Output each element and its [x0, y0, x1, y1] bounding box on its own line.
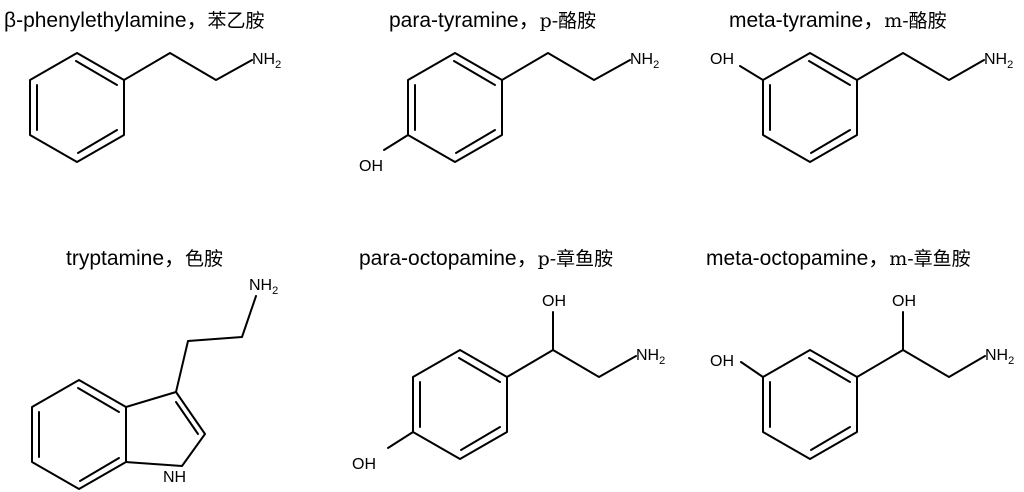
title-para-tyramine: para-tyramine，p-酪胺	[389, 4, 596, 34]
name-en: meta-octopamine	[706, 247, 869, 270]
amine-group: NH2	[252, 51, 281, 71]
hydroxyl-bond	[739, 65, 764, 81]
side-hydroxyl-group: OH	[892, 293, 916, 310]
amine-group: NH2	[630, 51, 659, 71]
benzene-ring	[762, 349, 858, 460]
side-chain	[506, 349, 637, 378]
amine-group: NH2	[984, 51, 1013, 71]
name-cn: m-酪胺	[884, 10, 947, 32]
structure-tryptamine: NH2 NH	[31, 277, 278, 490]
hydroxyl-bond	[740, 361, 764, 378]
name-en: para-tyramine	[389, 9, 519, 32]
structure-meta-octopamine: NH2 OH OH	[710, 293, 1014, 460]
indole-nh: NH	[163, 469, 186, 486]
amine-group: NH2	[636, 347, 665, 367]
hydroxyl-group: OH	[710, 51, 734, 68]
ethyl-chain	[501, 52, 631, 81]
aromatic-double-bonds	[414, 60, 496, 154]
title-para-octopamine: para-octopamine，p-章鱼胺	[359, 242, 613, 272]
ethyl-chain	[175, 295, 257, 393]
benzene-ring	[31, 379, 127, 490]
separator: ，	[186, 9, 208, 32]
ethyl-chain	[856, 52, 985, 81]
amine-group: NH2	[985, 347, 1014, 367]
name-cn: 苯乙胺	[207, 10, 265, 32]
title-tryptamine: tryptamine，色胺	[66, 242, 223, 272]
structure-para-tyramine: NH2 OH	[359, 51, 659, 175]
separator: ，	[164, 247, 186, 270]
structure-para-octopamine: NH2 OH OH	[352, 293, 665, 473]
separator: ，	[863, 9, 885, 32]
pyrrole-ring	[125, 391, 206, 467]
name-en: meta-tyramine	[729, 9, 864, 32]
amine-group: NH2	[249, 277, 278, 297]
name-cn: m-章鱼胺	[889, 248, 971, 270]
aromatic-double-bonds	[419, 357, 501, 451]
hydroxyl-bond	[383, 134, 409, 151]
title-meta-octopamine: meta-octopamine，m-章鱼胺	[706, 242, 971, 272]
name-en: β-phenylethylamine	[4, 9, 187, 32]
hydroxyl-group: OH	[352, 456, 376, 473]
separator: ，	[518, 9, 540, 32]
benzene-ring	[762, 52, 858, 163]
benzene-ring	[407, 52, 503, 163]
aromatic-double-bonds	[769, 60, 851, 154]
title-meta-tyramine: meta-tyramine，m-酪胺	[729, 4, 947, 34]
hydroxyl-group: OH	[359, 158, 383, 175]
separator: ，	[516, 247, 538, 270]
side-hydroxyl-group: OH	[542, 293, 566, 310]
title-phenylethylamine: β-phenylethylamine，苯乙胺	[4, 4, 265, 34]
side-chain	[856, 349, 986, 378]
hydroxyl-bond	[387, 431, 414, 449]
hydroxyl-group: OH	[710, 353, 734, 370]
ethyl-chain	[123, 52, 253, 81]
name-cn: 色胺	[185, 248, 224, 270]
name-cn: p-章鱼胺	[537, 248, 614, 270]
aromatic-double-bonds	[36, 60, 118, 154]
name-en: para-octopamine	[359, 247, 517, 270]
name-en: tryptamine	[66, 247, 165, 270]
structure-phenylethylamine: NH2	[29, 51, 281, 163]
benzene-ring	[29, 52, 125, 163]
separator: ，	[868, 247, 890, 270]
pyrrole-double-bond	[175, 401, 199, 435]
name-cn: p-酪胺	[539, 10, 597, 32]
structure-meta-tyramine: NH2 OH	[710, 51, 1013, 163]
benzene-double-bonds	[38, 387, 120, 482]
aromatic-double-bonds	[769, 357, 851, 451]
benzene-ring	[412, 349, 508, 460]
